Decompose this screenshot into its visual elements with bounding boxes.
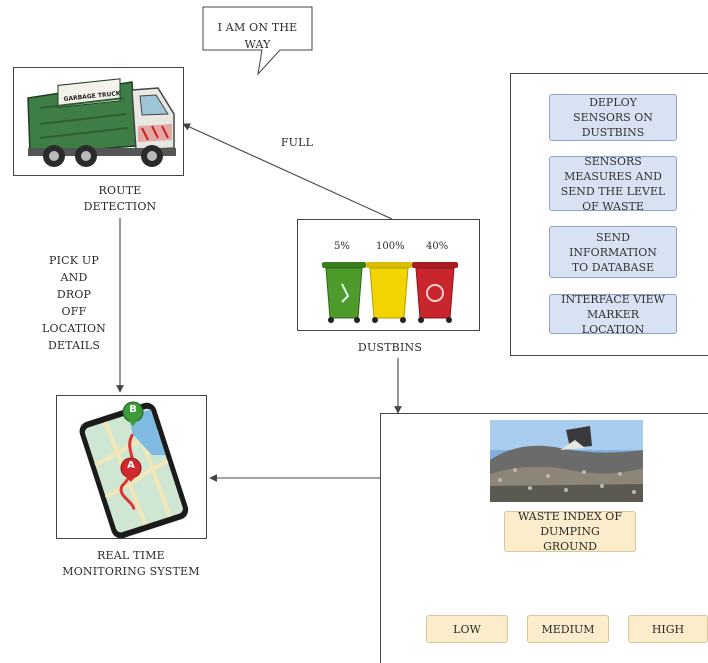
arrow-dustbins-to-truck xyxy=(182,123,393,220)
pickup-line: DETAILS xyxy=(47,339,101,352)
pickup-line: AND xyxy=(60,271,88,284)
speech-bubble-text: I AM ON THE WAY xyxy=(217,21,298,51)
truck-box: GARBAGE TRUCK xyxy=(13,67,184,176)
level-high: HIGH xyxy=(628,615,708,643)
flow-step-send: SEND INFORMATION TO DATABASE xyxy=(549,226,677,278)
monitoring-caption-1: REAL TIME xyxy=(97,549,165,562)
phone-map-icon xyxy=(79,401,189,538)
garbage-truck-icon xyxy=(27,78,176,167)
map-pin-a-icon: A xyxy=(127,460,135,471)
pickup-line: LOCATION xyxy=(41,322,106,335)
truck-caption-1: ROUTE xyxy=(98,184,142,197)
dustbins-box: 5% 100% 40% xyxy=(297,219,480,331)
flow-step-deploy: DEPLOY SENSORS ON DUSTBINS xyxy=(549,94,677,141)
map-pin-b-icon: B xyxy=(129,404,137,415)
pickup-line: OFF xyxy=(61,305,87,318)
bin-level-yellow: 100% xyxy=(376,241,405,252)
level-medium: MEDIUM xyxy=(527,615,609,643)
edge-label-full: FULL xyxy=(280,136,314,149)
waste-index-box: WASTE INDEX OF DUMPING GROUND xyxy=(504,510,636,553)
monitoring-box: B A xyxy=(56,395,207,539)
dustbins-caption: DUSTBINS xyxy=(357,341,423,354)
edge-label-pickup: PICK UP AND DROP OFF LOCATION DETAILS xyxy=(32,252,116,354)
flow-step-measure: SENSORS MEASURES AND SEND THE LEVEL OF W… xyxy=(549,155,677,213)
pickup-line: DROP xyxy=(56,288,92,301)
level-low: LOW xyxy=(426,615,508,643)
flow-step-interface: INTERFACE VIEW MARKER LOCATION xyxy=(549,293,677,336)
pickup-line: PICK UP xyxy=(49,254,99,267)
bin-level-green: 5% xyxy=(334,241,350,252)
truck-caption-2: DETECTION xyxy=(83,200,157,213)
bin-level-red: 40% xyxy=(426,241,449,252)
dustbins-icon xyxy=(322,262,458,323)
monitoring-caption-2: MONITORING SYSTEM xyxy=(62,565,200,578)
